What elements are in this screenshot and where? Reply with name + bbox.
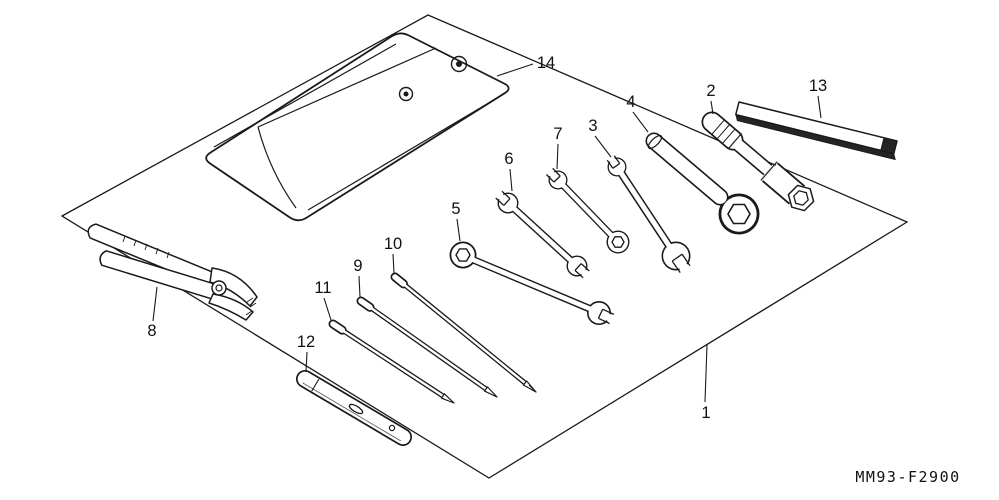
callout-label-11[interactable]: 11 xyxy=(314,279,331,297)
part-13-tool-case-illustration xyxy=(735,101,898,161)
callout-leader-7 xyxy=(556,143,559,170)
callout-leader-1 xyxy=(704,344,708,403)
wrench-jaw-edges xyxy=(495,190,590,279)
plug-wrench-body-face xyxy=(731,137,772,175)
wrench-mouth-cuts xyxy=(606,154,691,274)
callout-label-13[interactable]: 13 xyxy=(809,77,827,95)
snap-button2-inner xyxy=(403,91,409,97)
plug-wrench-knurl xyxy=(711,120,735,144)
callout-leader-12 xyxy=(305,351,308,373)
handle-end-hole xyxy=(388,424,396,432)
wrench-mouth-cut xyxy=(546,168,558,180)
wrench-jaw-edges xyxy=(597,308,615,325)
callout-label-5[interactable]: 5 xyxy=(451,200,460,218)
wrench-tube-face xyxy=(647,134,727,204)
handle-edge-line xyxy=(302,382,401,442)
wrench-ring-hex-hole xyxy=(455,248,471,262)
plug-wrench-hex-hole xyxy=(793,190,809,206)
wrench-shaft-face xyxy=(510,205,575,264)
wrench-shaft-face xyxy=(560,182,614,238)
pliers-pivot xyxy=(211,280,227,296)
part-12-grip-handle-illustration xyxy=(296,370,412,446)
pouch-outline xyxy=(205,32,510,222)
callout-leader-9 xyxy=(358,275,361,298)
part-8-pliers-illustration xyxy=(87,223,258,321)
callout-label-14[interactable]: 14 xyxy=(537,54,555,72)
part-4-box-wrench-illustration xyxy=(645,132,760,235)
wrench-mouth-cuts xyxy=(495,191,590,279)
plug-wrench-hex-face xyxy=(787,184,815,212)
part-14-tool-pouch-illustration xyxy=(205,32,510,222)
callout-label-9[interactable]: 9 xyxy=(353,257,362,275)
snap-button-inner xyxy=(456,61,462,67)
wrench-jaw-edges xyxy=(606,155,691,273)
snap-button-outer xyxy=(450,55,468,73)
plug-wrench-step-lines xyxy=(727,133,778,181)
callout-label-1[interactable]: 1 xyxy=(701,404,710,422)
callout-label-2[interactable]: 2 xyxy=(706,82,715,100)
pliers-grip-marks xyxy=(122,235,170,259)
driver-tip xyxy=(483,386,498,398)
wrench-tube-end-cap xyxy=(647,134,663,150)
driver-tip xyxy=(522,380,537,393)
figure-code: MM93-F2900 xyxy=(855,468,960,486)
part-6-open-end-wrench-illustration xyxy=(495,190,590,279)
driver-shaft-face xyxy=(396,277,526,384)
part-3-open-end-wrench-illustration xyxy=(606,154,691,274)
callout-label-4[interactable]: 4 xyxy=(626,93,635,111)
pliers-jaw-serrations xyxy=(245,297,257,316)
part-5-combination-wrench-illustration xyxy=(449,241,615,325)
handle-collar-line xyxy=(311,378,320,392)
driver-shaft-face xyxy=(334,324,444,398)
case-top-face xyxy=(735,101,898,155)
driver-shaft-face xyxy=(362,301,487,390)
wrench-mouth-cut xyxy=(599,313,615,324)
callout-leader-8 xyxy=(152,286,158,322)
case-open-end xyxy=(880,137,898,155)
part-11-screwdriver-illustration xyxy=(328,319,455,404)
pliers-lower-jaw xyxy=(208,293,254,321)
part-10-screwdriver-illustration xyxy=(390,272,537,393)
part-9-screwdriver-illustration xyxy=(356,296,498,398)
part-2-spark-plug-wrench-illustration xyxy=(701,111,815,212)
callout-leader-14 xyxy=(496,63,534,77)
wrench-hex-socket-hole xyxy=(727,203,751,225)
callout-label-6[interactable]: 6 xyxy=(504,150,513,168)
wrench-ring-hex-hole xyxy=(611,236,625,248)
callout-leader-5 xyxy=(456,218,461,242)
callout-label-7[interactable]: 7 xyxy=(553,125,562,143)
callout-label-3[interactable]: 3 xyxy=(588,117,597,135)
handle-slot xyxy=(348,403,364,415)
callout-label-12[interactable]: 12 xyxy=(297,333,315,351)
callout-leader-4 xyxy=(632,111,649,133)
pliers-upper-handle xyxy=(87,223,216,288)
wrench-shaft-face xyxy=(472,257,594,313)
pouch-seams xyxy=(213,43,493,211)
wrench-shaft-face xyxy=(618,170,674,251)
callout-leader-13 xyxy=(817,95,822,119)
callout-leader-2 xyxy=(710,100,714,115)
callout-leader-10 xyxy=(392,253,395,274)
callout-label-8[interactable]: 8 xyxy=(147,322,156,340)
callout-leader-6 xyxy=(509,168,513,192)
callout-label-10[interactable]: 10 xyxy=(384,235,402,253)
pliers-pivot-hole xyxy=(215,284,223,292)
pliers-lower-handle xyxy=(99,250,218,300)
figure-border xyxy=(60,14,909,479)
callout-leader-3 xyxy=(594,135,612,158)
driver-tip-cross xyxy=(528,384,535,391)
wrench-jaw-edges xyxy=(545,167,561,183)
callout-leader-11 xyxy=(323,297,332,321)
plug-wrench-cap-face xyxy=(703,113,742,149)
driver-tip xyxy=(441,393,455,404)
part-7-wrench-illustration xyxy=(545,167,630,254)
